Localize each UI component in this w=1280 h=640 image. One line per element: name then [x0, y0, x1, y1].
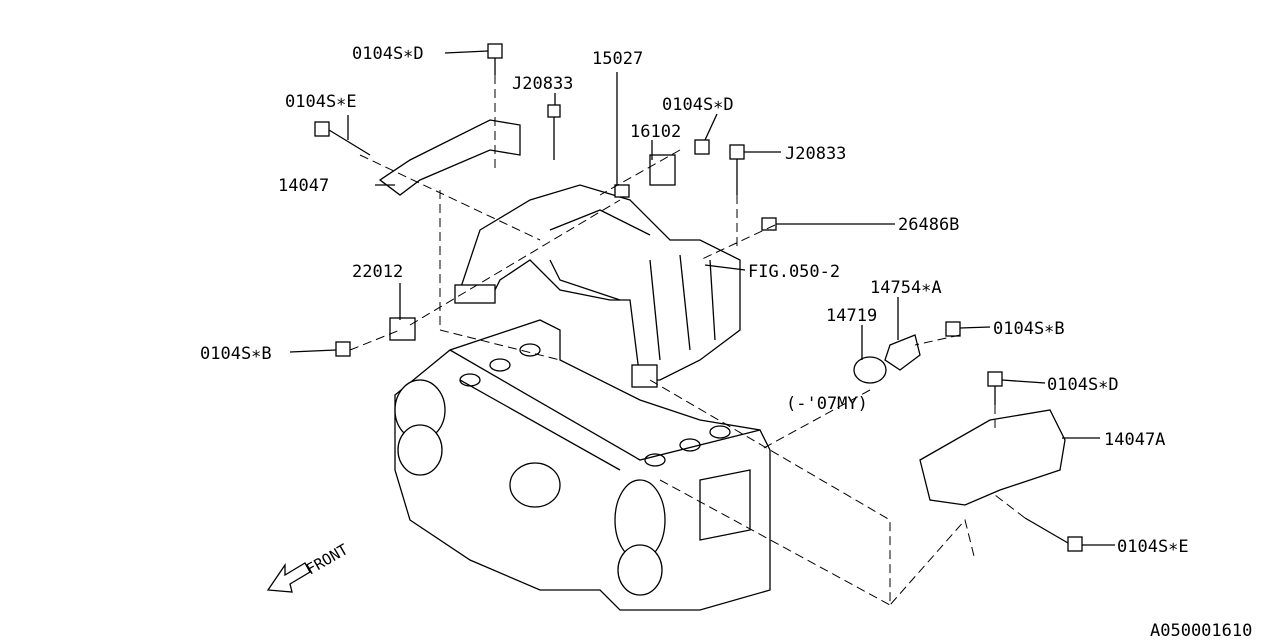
cover-14047-drawing: [378, 119, 521, 196]
front-arrow-icon: [266, 562, 311, 593]
label-model-year-note: (-'07MY): [786, 394, 868, 414]
label-bolt-b-right: 0104S∗B: [993, 319, 1065, 339]
label-j20833-left: J20833: [512, 74, 573, 94]
label-16102: 16102: [630, 122, 681, 142]
label-bolt-e-right: 0104S∗E: [1117, 537, 1189, 557]
label-15027: 15027: [592, 49, 643, 69]
label-bolt-d-right: 0104S∗D: [1047, 375, 1119, 395]
front-direction-indicator: FRONT: [266, 540, 351, 593]
label-j20833-right: J20833: [785, 144, 846, 164]
label-14047a: 14047A: [1104, 430, 1165, 450]
diagram-id: A050001610: [1150, 621, 1252, 640]
intake-manifold-drawing: [454, 184, 741, 388]
small-parts-drawing: [314, 43, 1083, 552]
label-22012: 22012: [352, 262, 403, 282]
label-bolt-e-left: 0104S∗E: [285, 92, 357, 112]
label-14047: 14047: [278, 176, 329, 196]
label-14719: 14719: [826, 306, 877, 326]
label-14754a: 14754∗A: [870, 278, 942, 298]
label-26486b: 26486B: [898, 215, 959, 235]
label-bolt-b-left: 0104S∗B: [200, 344, 272, 364]
front-label: FRONT: [303, 540, 351, 578]
alignment-lines: [349, 75, 1026, 607]
leader-lines: [289, 50, 1115, 546]
label-bolt-d-mid: 0104S∗D: [662, 95, 734, 115]
cover-14047a-drawing: [919, 409, 1066, 506]
label-bolt-top-d: 0104S∗D: [352, 44, 424, 64]
engine-block-drawing: [394, 319, 771, 611]
label-fig-ref: FIG.050-2: [748, 262, 840, 282]
